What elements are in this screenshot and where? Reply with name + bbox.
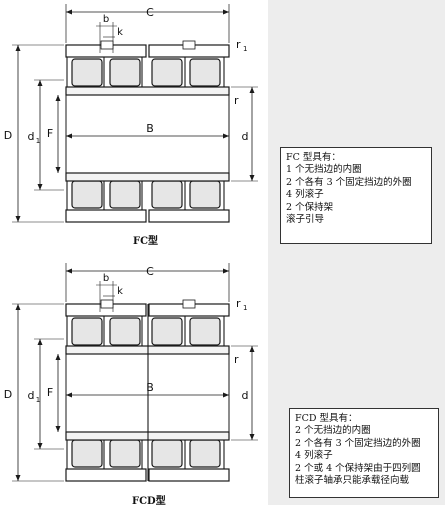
fc-roller-top-4 bbox=[189, 58, 221, 87]
fc-lube-hole bbox=[100, 40, 114, 50]
fc-roller-bottom-4 bbox=[189, 180, 221, 209]
fcd-C-label: C bbox=[146, 265, 154, 278]
fcd-d1-label: d bbox=[28, 389, 35, 402]
fcd-roller-top-4 bbox=[189, 317, 221, 346]
fcd-feature-2: 2 个各有 3 个固定挡边的外圈 bbox=[295, 437, 421, 449]
fcd-feature-3: 4 列滚子 bbox=[295, 450, 333, 462]
fcd-feature-5: 柱滚子轴承只能承载径向载 bbox=[295, 475, 410, 487]
fc-d-label: d bbox=[242, 130, 249, 143]
fcd-r1-sub: 1 bbox=[243, 304, 247, 312]
fcd-feature-4: 2 个或 4 个保持架由于四列圆 bbox=[295, 462, 421, 474]
fcd-d1-dim-arrow-top bbox=[37, 339, 43, 345]
fc-feature-2: 2 个各有 3 个固定挡边的外圈 bbox=[286, 176, 412, 188]
fc-r-label: r bbox=[234, 94, 239, 107]
fc-outer-ring-right-bottom bbox=[148, 209, 230, 223]
fc-roller-top-1 bbox=[71, 58, 103, 87]
fc-F-dim-arrow-top bbox=[55, 95, 61, 101]
fcd-roller-top-2 bbox=[109, 317, 141, 346]
fc-outer-ring-left-bottom bbox=[65, 209, 147, 223]
fcd-lube-hole bbox=[100, 299, 114, 309]
fcd-F-dim-arrow-bottom bbox=[55, 426, 61, 432]
fcd-B-label: B bbox=[146, 381, 154, 394]
fcd-box-title: FCD 型具有： bbox=[295, 413, 358, 424]
fc-type-caption: FC型 bbox=[133, 236, 159, 247]
fc-roller-bottom-1 bbox=[71, 180, 103, 209]
fcd-roller-top-3 bbox=[151, 317, 183, 346]
fcd-k-label: k bbox=[117, 286, 123, 297]
fc-d1-label: d bbox=[28, 130, 35, 143]
fcd-d-dim-arrow-top bbox=[249, 346, 255, 352]
fc-d-dim-arrow-top bbox=[249, 87, 255, 93]
fcd-F-dim-arrow-top bbox=[55, 354, 61, 360]
fc-feature-4: 2 个保持架 bbox=[286, 201, 334, 213]
fc-B-label: B bbox=[146, 122, 154, 135]
fc-r1-sub: 1 bbox=[243, 45, 247, 53]
fc-box-title: FC 型具有： bbox=[286, 152, 341, 163]
fc-b-label: b bbox=[103, 14, 109, 25]
fc-feature-box: FC 型具有： 1 个无挡边的内圈 2 个各有 3 个固定挡边的外圈 4 列滚子… bbox=[280, 147, 432, 244]
fc-r1-label: r bbox=[236, 38, 241, 51]
fc-inner-ring-top bbox=[65, 86, 230, 96]
fc-d1-sub: 1 bbox=[36, 137, 40, 145]
fcd-B-dim-arrow-right bbox=[223, 392, 229, 398]
fc-C-label: C bbox=[146, 6, 154, 19]
fcd-C-dim-arrow-left bbox=[66, 268, 72, 274]
fc-d1-dim-arrow-top bbox=[37, 80, 43, 86]
fc-feature-3: 4 列滚子 bbox=[286, 189, 324, 201]
fcd-d-dim-arrow-bottom bbox=[249, 434, 255, 440]
fcd-D-dim-arrow-bottom bbox=[15, 475, 21, 481]
fc-F-dim-arrow-bottom bbox=[55, 167, 61, 173]
fc-inner-ring-bottom bbox=[65, 172, 230, 182]
fcd-outer-ring-right-bottom bbox=[148, 468, 230, 482]
fcd-D-dim-arrow-top bbox=[15, 304, 21, 310]
fcd-lube-hole-2 bbox=[182, 299, 196, 309]
fcd-type-caption: FCD型 bbox=[132, 496, 166, 507]
fcd-roller-bottom-1 bbox=[71, 439, 103, 468]
fc-roller-top-2 bbox=[109, 58, 141, 87]
fc-feature-5: 滚子引导 bbox=[286, 214, 325, 226]
fc-feature-1: 1 个无挡边的内圈 bbox=[286, 164, 362, 176]
fc-roller-top-3 bbox=[151, 58, 183, 87]
fcd-F-label: F bbox=[47, 386, 53, 399]
fcd-D-label: D bbox=[4, 388, 12, 401]
fcd-d1-sub: 1 bbox=[36, 396, 40, 404]
fc-D-label: D bbox=[4, 129, 12, 142]
fcd-r-label: r bbox=[234, 353, 239, 366]
fcd-roller-bottom-4 bbox=[189, 439, 221, 468]
fc-C-dim-arrow-right bbox=[223, 9, 229, 15]
fcd-d-label: d bbox=[242, 389, 249, 402]
fcd-outer-ring-left-bottom bbox=[65, 468, 147, 482]
fc-D-dim-arrow-top bbox=[15, 45, 21, 51]
fcd-feature-1: 2 个无挡边的内圈 bbox=[295, 425, 371, 437]
fcd-roller-top-1 bbox=[71, 317, 103, 346]
fc-roller-bottom-2 bbox=[109, 180, 141, 209]
fcd-r1-label: r bbox=[236, 297, 241, 310]
fcd-feature-box: FCD 型具有： 2 个无挡边的内圈 2 个各有 3 个固定挡边的外圈 4 列滚… bbox=[289, 408, 439, 498]
fc-k-label: k bbox=[117, 27, 123, 38]
fc-d-dim-arrow-bottom bbox=[249, 175, 255, 181]
fcd-roller-bottom-3 bbox=[151, 439, 183, 468]
fcd-d1-dim-arrow-bottom bbox=[37, 443, 43, 449]
fc-lube-hole-2 bbox=[182, 40, 196, 50]
fcd-B-dim-arrow-left bbox=[66, 392, 72, 398]
fcd-C-dim-arrow-right bbox=[223, 268, 229, 274]
fcd-b-label: b bbox=[103, 273, 109, 284]
fcd-roller-bottom-2 bbox=[109, 439, 141, 468]
fc-roller-bottom-3 bbox=[151, 180, 183, 209]
fc-B-dim-arrow-right bbox=[223, 133, 229, 139]
fc-D-dim-arrow-bottom bbox=[15, 216, 21, 222]
fc-d1-dim-arrow-bottom bbox=[37, 184, 43, 190]
fc-B-dim-arrow-left bbox=[66, 133, 72, 139]
fc-C-dim-arrow-left bbox=[66, 9, 72, 15]
fc-F-label: F bbox=[47, 127, 53, 140]
